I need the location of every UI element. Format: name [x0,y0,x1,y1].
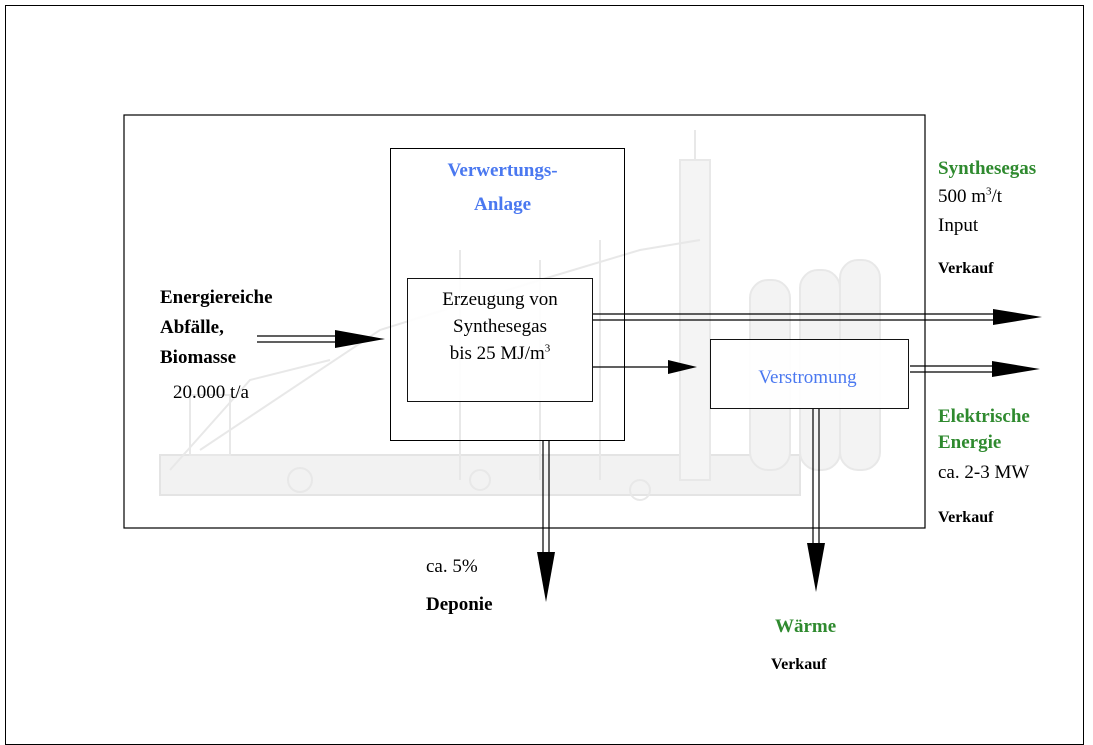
synthesis-box [407,278,593,402]
heat-status: Verkauf [771,656,827,673]
landfill-share: ca. 5% [426,556,478,577]
synthesegas-title: Synthesegas [938,158,1037,179]
landfill-arrow [537,441,555,602]
input-amount: 20.000 t/a [173,382,249,403]
input-line1: Energiereiche [160,287,273,308]
synthesegas-status: Verkauf [938,260,994,277]
power-box [710,339,909,409]
plant-title-line1: Verwertungs- [447,160,558,181]
plant-title-line2: Anlage [474,194,531,215]
synthesegas-basis: Input [938,215,979,236]
electric-amount: ca. 2-3 MW [938,462,1030,483]
landfill-label: Deponie [426,594,493,615]
input-line2: Abfälle, [160,317,224,338]
electric-output-arrow [910,361,1040,377]
synthesegas-output-arrow [593,309,1042,325]
synthesis-line3: bis 25 MJ/m3 [449,342,551,364]
electric-status: Verkauf [938,509,994,526]
synthesis-line1: Erzeugung von [442,289,558,310]
synthesegas-amount: 500 m3/t [938,185,1003,207]
input-line3: Biomasse [160,347,236,368]
input-arrow [257,330,385,348]
plant-box [390,148,625,441]
power-label: Verstromung [758,367,857,388]
plant-boundary [123,114,926,529]
synthesis-line2: Synthesegas [453,316,547,337]
heat-arrow [807,409,825,592]
gas-to-power-arrow [593,360,697,374]
electric-title-line2: Energie [938,432,1002,453]
heat-title: Wärme [775,616,837,637]
electric-title-line1: Elektrische [938,406,1030,427]
